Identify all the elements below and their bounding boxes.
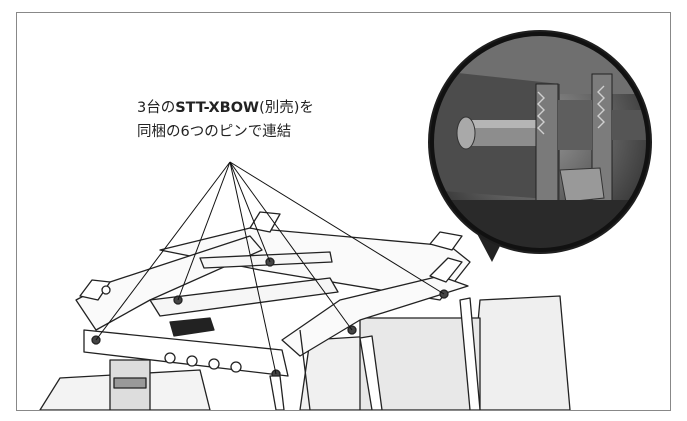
leader-lines bbox=[95, 161, 445, 375]
caption-line-1: 3台のSTT-XBOW(別売)を bbox=[137, 96, 377, 120]
magnified-pin-photo bbox=[428, 30, 652, 254]
caption-suffix: (別売)を bbox=[259, 100, 314, 116]
caption: 3台のSTT-XBOW(別売)を 同梱の6つのピンで連結 bbox=[137, 96, 377, 144]
caption-line-2: 同梱の6つのピンで連結 bbox=[137, 124, 292, 140]
product-name: STT-XBOW bbox=[175, 100, 260, 116]
rigging-frame-drawing bbox=[39, 211, 571, 410]
figure-border bbox=[16, 12, 671, 411]
caption-prefix: 3台の bbox=[137, 100, 176, 116]
